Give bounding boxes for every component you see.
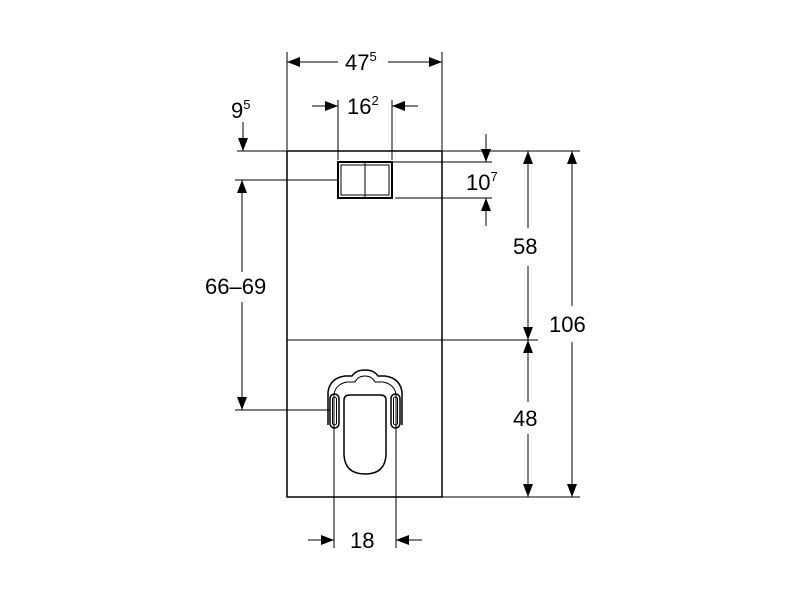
dim-plate-height: 107 — [392, 134, 498, 226]
wc-outline-outer — [327, 369, 403, 425]
flush-plate-inner — [340, 164, 390, 196]
dim-lower-height-label: 48 — [513, 406, 537, 431]
dim-upper-height-label: 58 — [513, 234, 537, 259]
dim-plate-top-offset: 95 — [231, 97, 287, 152]
dim-connection-range-label: 66–69 — [205, 274, 266, 299]
dim-total-width: 475 — [286, 49, 443, 150]
dim-plate-top-offset-label: 95 — [231, 97, 250, 123]
dim-connection-range: 66–69 — [205, 179, 338, 411]
dim-heights-right: 58 48 106 — [442, 150, 586, 498]
dim-plate-width-label: 162 — [347, 93, 379, 119]
wc-connection — [327, 369, 403, 475]
dim-connection-spacing: 18 — [308, 420, 422, 553]
dim-total-width-label: 475 — [345, 49, 377, 75]
dim-connection-spacing-label: 18 — [350, 528, 374, 553]
wc-drain-shape — [343, 394, 387, 475]
dim-total-height-label: 106 — [549, 312, 586, 337]
dim-plate-width: 162 — [312, 93, 418, 160]
module-panel — [286, 150, 443, 498]
dim-plate-height-label: 107 — [466, 169, 498, 195]
wc-outline-inner — [333, 375, 397, 422]
